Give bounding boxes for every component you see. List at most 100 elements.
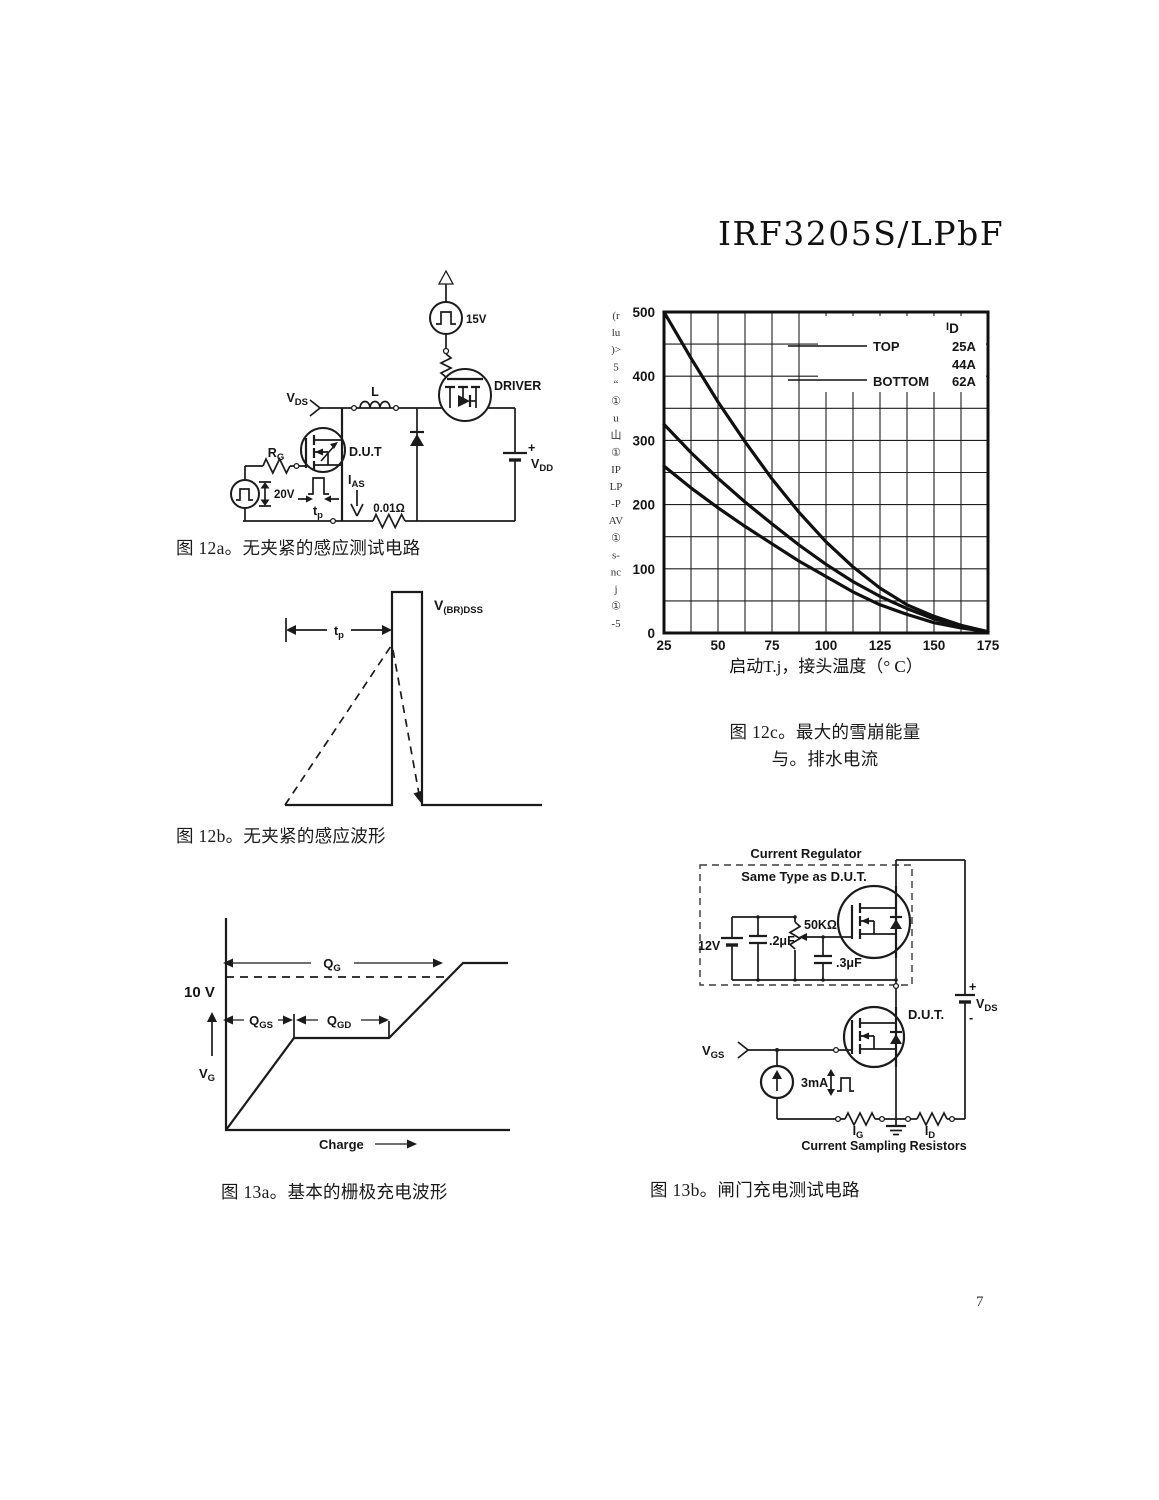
tp-pulse-glyph xyxy=(308,477,329,495)
label-vg: VG xyxy=(199,1066,215,1084)
rg-resistor xyxy=(262,456,291,475)
label-plus: + xyxy=(969,980,976,994)
y-axis-garbled-label-line: lu xyxy=(612,327,621,339)
label-3ma: 3mA xyxy=(801,1076,828,1090)
y-axis-garbled-label-line: s- xyxy=(612,549,620,561)
y-axis-garbled-label-line: ① xyxy=(611,532,621,544)
legend-value-44a: 44A xyxy=(952,357,976,372)
label-ias: IAS xyxy=(348,473,365,490)
y-axis-garbled-label-line: 山 xyxy=(611,429,622,442)
label-15v: 15V xyxy=(466,314,487,326)
fig12c-caption: 图 12c。最大的雪崩能量 与。排水电流 xyxy=(640,719,1010,773)
y-tick: 200 xyxy=(632,498,655,513)
label-dut: D.U.T xyxy=(349,445,382,459)
y-axis-garbled-label-line: 5 xyxy=(613,361,619,373)
label-plus: + xyxy=(528,441,535,455)
curve-top-25a xyxy=(662,310,990,634)
ig-resistor xyxy=(844,1111,876,1127)
y-tick: 100 xyxy=(632,562,655,577)
label-vdd: VDD xyxy=(531,457,553,474)
label-dut: D.U.T. xyxy=(908,1007,944,1022)
y-axis-garbled-label-line: (r xyxy=(612,310,620,322)
x-tick: 100 xyxy=(815,638,838,653)
label-vds: VDS xyxy=(286,391,308,408)
label-minus: - xyxy=(969,1011,973,1025)
pulse-glyph xyxy=(236,488,253,501)
label-qgd: QGD xyxy=(327,1013,352,1031)
label-vds: VDS xyxy=(976,997,998,1014)
y-tick: 500 xyxy=(632,305,655,320)
legend-top-label: TOP xyxy=(873,339,900,354)
label-20v: 20V xyxy=(274,489,295,501)
legend-value-62a: 62A xyxy=(952,374,976,389)
fig12b-shapes xyxy=(284,590,542,807)
v15-pulse-source xyxy=(429,301,463,335)
x-tick: 25 xyxy=(656,638,672,653)
id-resistor xyxy=(916,1111,948,1127)
label-vbrdss: V(BR)DSS xyxy=(434,597,483,616)
pot-wiper-arrow xyxy=(799,933,807,941)
y-axis-garbled-label-line: “ xyxy=(614,378,619,390)
fig13b-circuit-diagram: Current Regulator Same Type as D.U.T. 12… xyxy=(698,846,998,1153)
pot-resistor xyxy=(788,921,802,950)
pulse-glyph xyxy=(837,1077,854,1092)
label-charge: Charge xyxy=(319,1137,364,1152)
label-50k: 50KΩ xyxy=(804,918,837,932)
label-shunt: 0.01Ω xyxy=(373,503,405,515)
y-axis-garbled-label-line: j xyxy=(613,584,617,596)
chart-xlabel: 启动T.j，接头温度（° C） xyxy=(729,657,923,676)
current-regulator-box xyxy=(699,864,913,986)
label-driver: DRIVER xyxy=(494,379,541,393)
fig13a-waveform: QG 10 V VG QGS QGD Charge xyxy=(184,918,510,1152)
y-axis-garbled-label-line: -5 xyxy=(611,618,621,630)
label-vgs: VGS xyxy=(702,1043,724,1061)
label-tp: tp xyxy=(334,624,344,641)
c2-capacitor xyxy=(749,934,767,945)
label-rg: RG xyxy=(268,446,284,463)
label-current-regulator: Current Regulator xyxy=(750,846,861,861)
legend-bottom-label: BOTTOM xyxy=(873,374,929,389)
pulse-generator xyxy=(230,479,260,509)
y-axis-garbled-label-line: ① xyxy=(611,396,621,408)
fig13b-dut-mosfet xyxy=(842,1005,906,1069)
y-axis-garbled-label-line: AV xyxy=(609,515,624,527)
fig12c-caption-line1: 图 12c。最大的雪崩能量 xyxy=(729,722,921,742)
fig12b-waveform: tp V(BR)DSS xyxy=(284,590,542,807)
label-qg: QG xyxy=(323,956,341,974)
legend-value-25a: 25A xyxy=(952,339,976,354)
curve-44a xyxy=(662,422,990,634)
x-tick: 75 xyxy=(764,638,780,653)
x-tick: 125 xyxy=(869,638,892,653)
y-axis-garbled-label-line: )> xyxy=(611,344,621,356)
label-10v: 10 V xyxy=(184,984,215,1001)
legend-header-id: ID xyxy=(946,321,959,336)
label-2uf: .2μF xyxy=(769,934,795,948)
chart-border xyxy=(662,310,990,635)
chart-curves xyxy=(662,310,990,634)
label-sampling-resistors: Current Sampling Resistors xyxy=(801,1139,966,1153)
y-axis-garbled-label-line: nc xyxy=(611,567,622,579)
fig12b-caption: 图 12b。无夹紧的感应波形 xyxy=(176,826,386,846)
vds-arrow xyxy=(309,399,322,417)
y-tick: 300 xyxy=(632,433,655,448)
x-tick: 150 xyxy=(923,638,946,653)
page-number: 7 xyxy=(976,1294,984,1310)
fig13a-caption: 图 13a。基本的栅极充电波形 xyxy=(221,1182,448,1202)
label-ig: IG xyxy=(853,1124,864,1141)
curve-bottom-62a xyxy=(662,464,990,634)
y-axis-garbled-label-line: ① xyxy=(611,601,621,613)
fig13b-caption: 图 13b。闸门充电测试电路 xyxy=(650,1180,860,1200)
fig13a-shapes xyxy=(207,918,510,1149)
y-axis-garbled-label-line: IP xyxy=(611,464,621,476)
y-axis-garbled-label-line: LP xyxy=(610,481,623,493)
fig13b-wires xyxy=(699,859,975,1136)
inductor-coil xyxy=(359,400,391,409)
diode-triangle xyxy=(410,434,424,446)
chart-legend: TOP BOTTOM ID 25A 44A 62A xyxy=(788,316,986,392)
x-tick: 175 xyxy=(977,638,1000,653)
fig12a-driver-mosfet xyxy=(438,368,492,422)
label-same-type: Same Type as D.U.T. xyxy=(741,869,866,884)
